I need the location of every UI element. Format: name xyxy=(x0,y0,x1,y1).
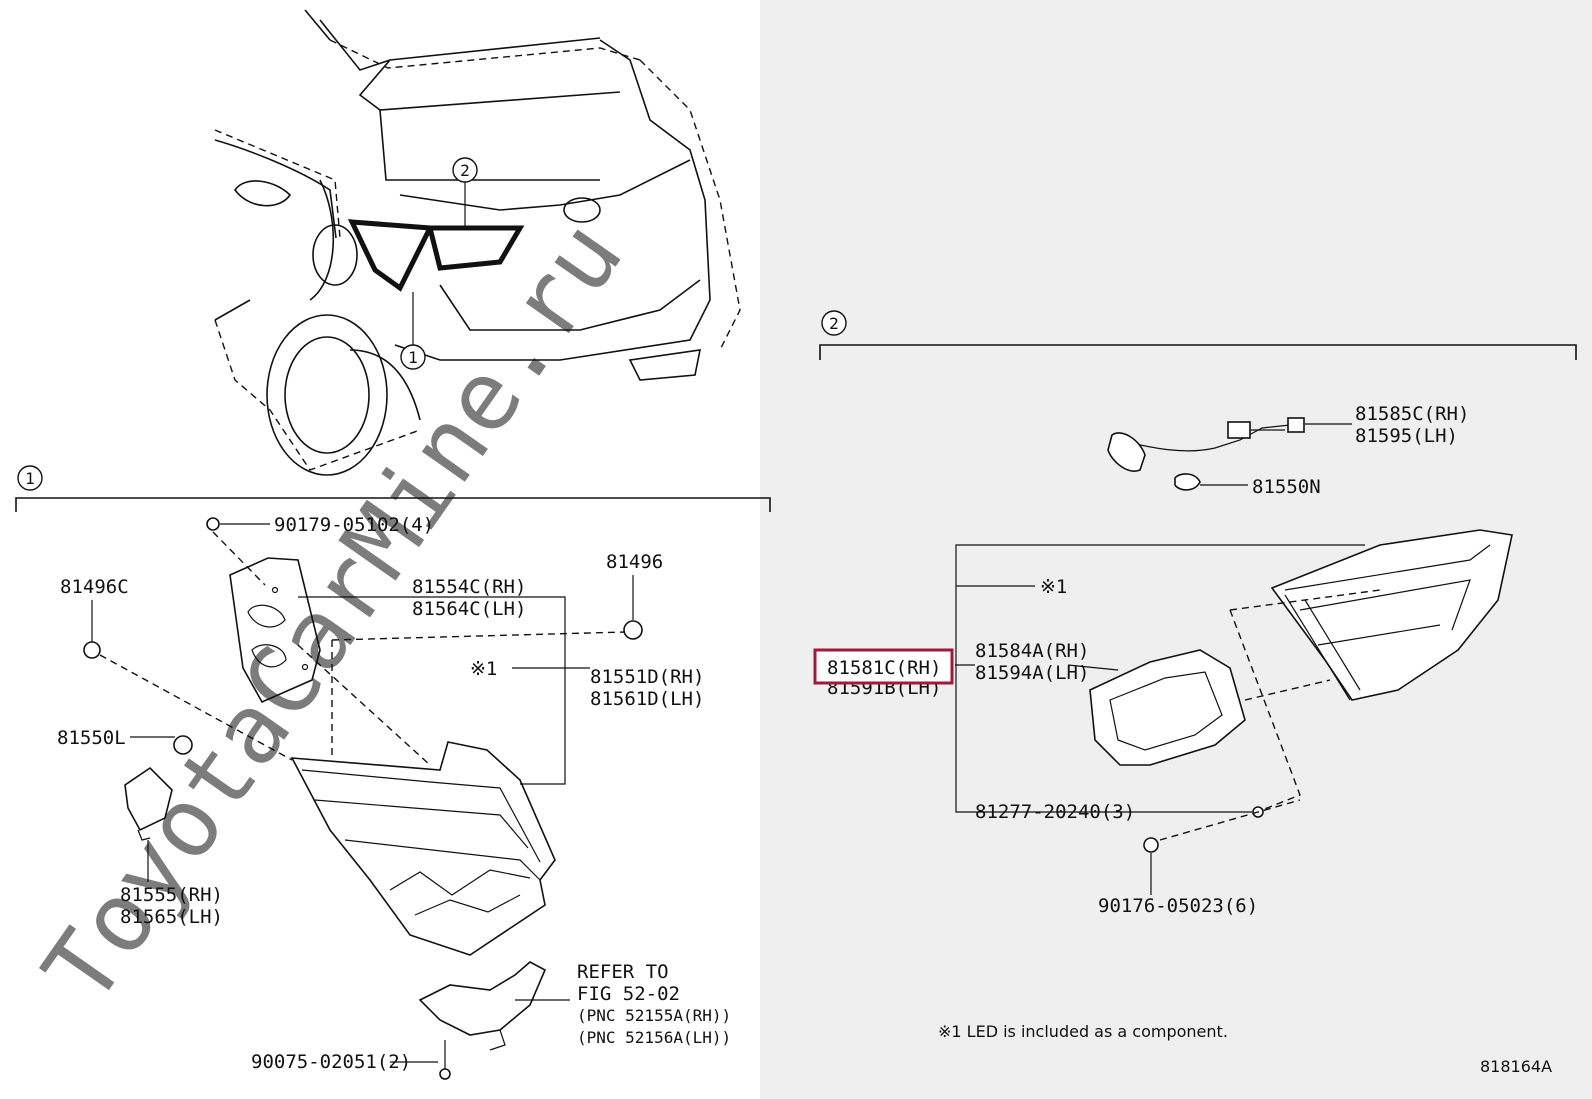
label-90075-02051: 90075-02051(2) xyxy=(251,1051,411,1073)
left-parts-drawing xyxy=(83,517,643,1080)
tail-lamp-outline xyxy=(347,219,434,292)
label-note-1-left: ※1 xyxy=(470,658,497,680)
callout-1-section: 1 xyxy=(17,465,43,491)
label-81496: 81496 xyxy=(606,551,663,573)
callout-2-section: 2 xyxy=(821,310,847,336)
section-2-bracket xyxy=(819,344,1577,360)
svg-text:1: 1 xyxy=(25,469,35,488)
label-81554C-rh: 81554C(RH) xyxy=(412,576,526,598)
callout-1-car: 1 xyxy=(400,344,426,370)
section-1-bracket xyxy=(15,497,771,512)
figure-id: 818164A xyxy=(1480,1057,1552,1076)
svg-text:1: 1 xyxy=(408,348,418,367)
label-81555-rh: 81555(RH) xyxy=(120,884,223,906)
label-90179-05102: 90179-05102(4) xyxy=(274,514,434,536)
svg-text:2: 2 xyxy=(829,314,839,333)
label-refer-to: REFER TO xyxy=(577,961,669,983)
label-note-1-right: ※1 xyxy=(1040,576,1067,598)
label-81550L: 81550L xyxy=(57,727,126,749)
car-rear-illustration xyxy=(214,9,741,476)
label-81551D-rh: 81551D(RH) xyxy=(590,666,704,688)
label-81584A-rh: 81584A(RH) xyxy=(975,640,1089,662)
label-81585C-rh: 81585C(RH) xyxy=(1355,403,1469,425)
label-81277-20240: 81277-20240(3) xyxy=(975,801,1135,823)
svg-text:2: 2 xyxy=(460,161,470,180)
label-81561D-lh: 81561D(LH) xyxy=(590,688,704,710)
right-leader-lines xyxy=(955,423,1381,841)
label-81550N: 81550N xyxy=(1252,476,1321,498)
label-refer-pnc-lh: (PNC 52156A(LH)) xyxy=(577,1028,731,1047)
label-81564C-lh: 81564C(LH) xyxy=(412,598,526,620)
watermark: ToyotaCarMine.ru xyxy=(22,201,644,1023)
label-81594A-lh: 81594A(LH) xyxy=(975,662,1089,684)
label-81565-lh: 81565(LH) xyxy=(120,906,223,928)
callout-2-car: 2 xyxy=(452,157,478,183)
highlight-box xyxy=(813,648,954,685)
label-refer-pnc-rh: (PNC 52155A(RH)) xyxy=(577,1006,731,1025)
inner-lamp-outline xyxy=(426,225,525,271)
label-refer-fig: FIG 52-02 xyxy=(577,983,680,1005)
label-81581C-rh[interactable]: 81581C(RH) xyxy=(827,657,941,679)
left-leader-lines xyxy=(91,523,634,1063)
label-90176-05023: 90176-05023(6) xyxy=(1098,895,1258,917)
label-81595-lh: 81595(LH) xyxy=(1355,425,1458,447)
right-parts-drawing xyxy=(1089,417,1513,895)
led-footnote: ※1 LED is included as a component. xyxy=(938,1022,1228,1041)
label-81496C: 81496C xyxy=(60,576,129,598)
